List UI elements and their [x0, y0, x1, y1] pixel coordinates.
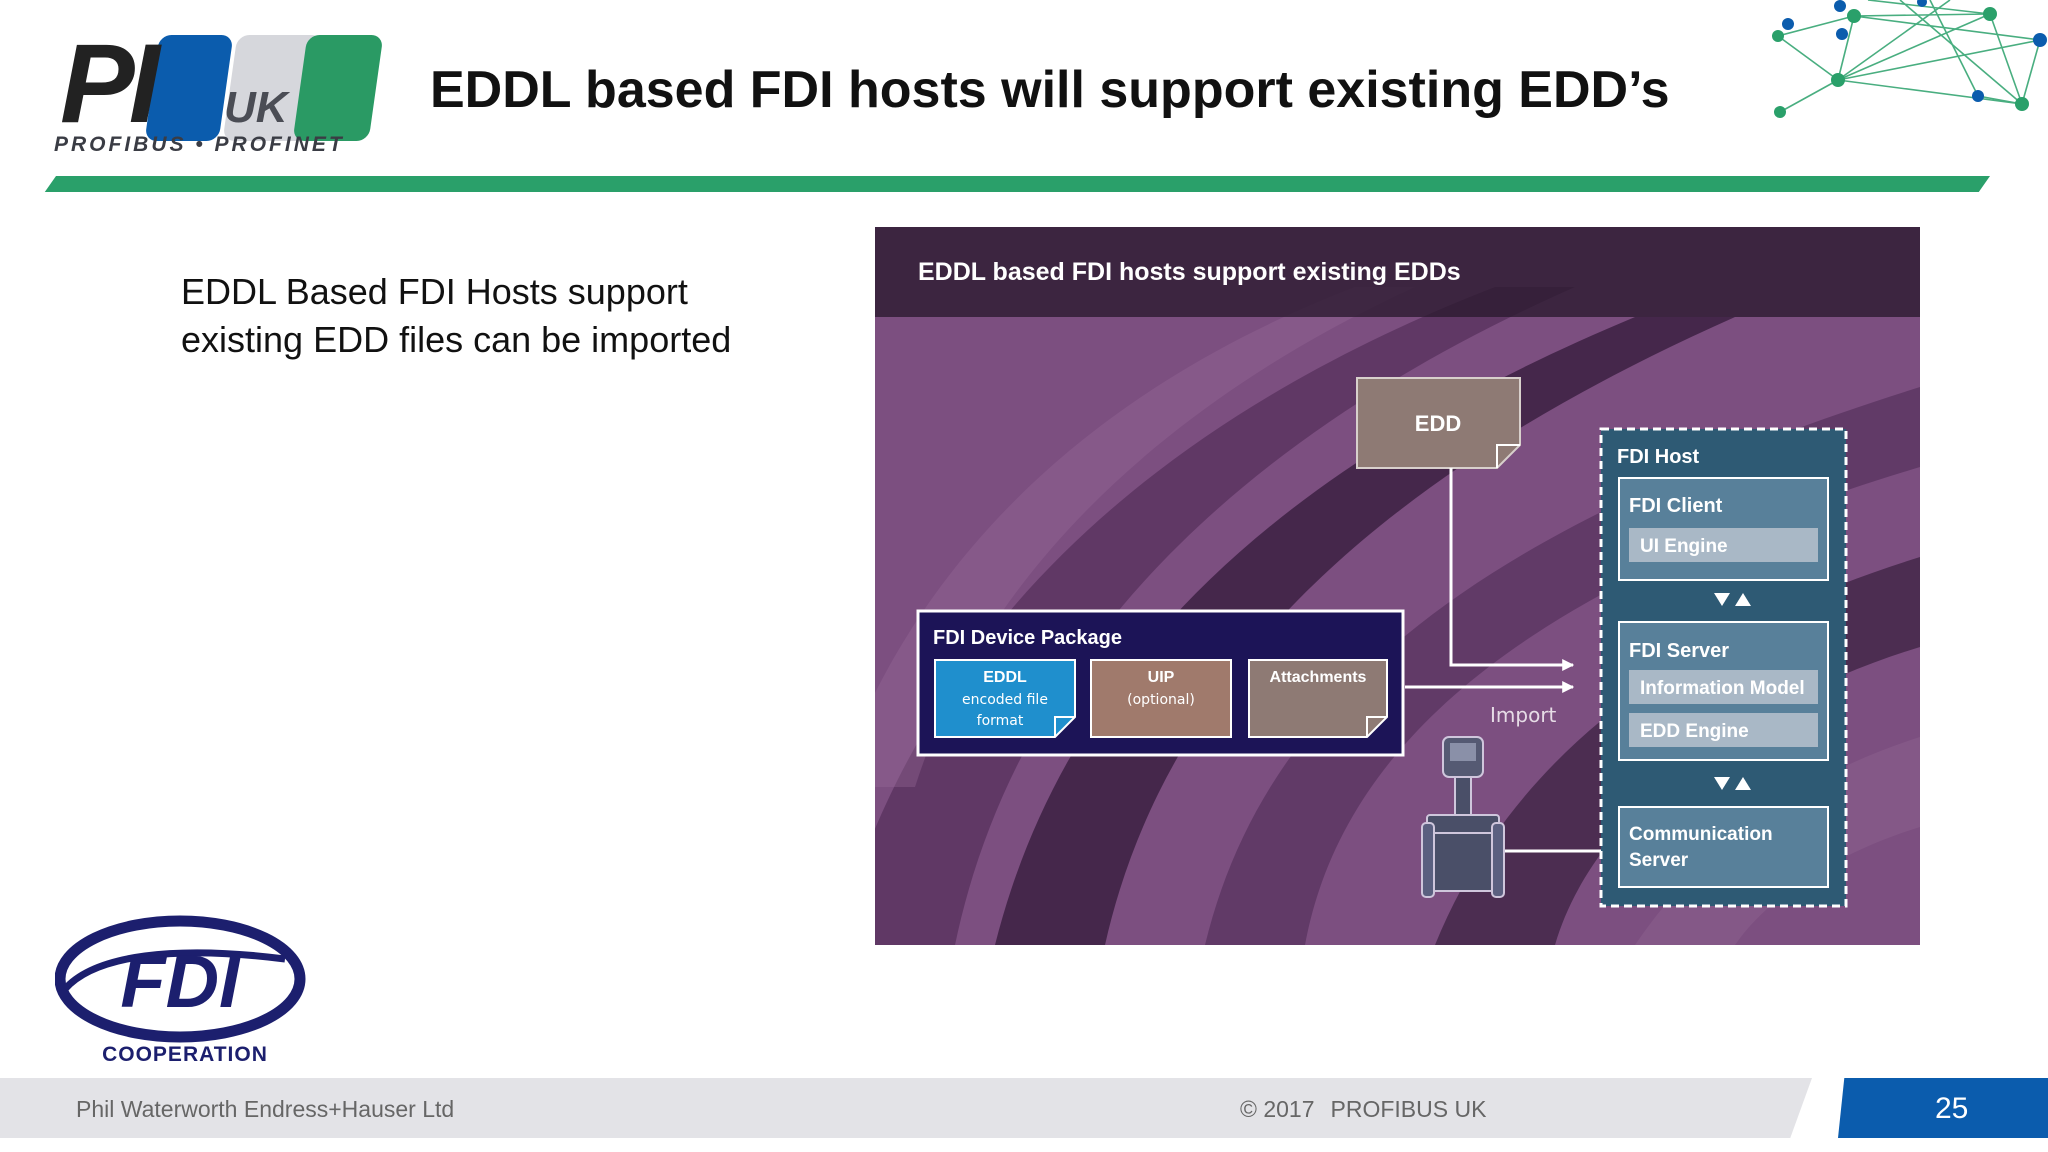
import-label: Import: [1490, 703, 1557, 727]
logo-pi-letters: PI: [60, 21, 160, 146]
attachments-label: Attachments: [1270, 669, 1367, 686]
fdi-server-box: FDI Server Information Model EDD Engine: [1618, 621, 1829, 761]
footer-author: Phil Waterworth Endress+Hauser Ltd: [76, 1096, 455, 1122]
attachments-box: Attachments: [1248, 659, 1388, 738]
slide-title: EDDL based FDI hosts will support existi…: [430, 61, 1670, 119]
fdi-logo-letters: FDI: [120, 940, 241, 1023]
copyright-org: PROFIBUS UK: [1330, 1096, 1487, 1122]
uip-line-1: UIP: [1148, 669, 1175, 686]
comm-server-line-2: Server: [1629, 850, 1689, 871]
connector-lines: [1405, 468, 1603, 853]
fdi-cooperation-logo: FDI COOPERATION: [55, 915, 306, 1065]
fdi-logo-subtitle: COOPERATION: [102, 1043, 268, 1065]
logo-green-block: [292, 35, 384, 141]
network-graphic-icon: [1772, 0, 2047, 118]
body-line-2: existing EDD files can be imported: [181, 319, 732, 360]
uip-box: UIP (optional): [1090, 659, 1232, 738]
page-number-badge: [1838, 1078, 2048, 1138]
body-line-1: EDDL Based FDI Hosts support: [181, 271, 688, 312]
fdi-client-box: FDI Client UI Engine: [1618, 477, 1829, 581]
copyright-year: © 2017: [1240, 1096, 1315, 1122]
fdi-host-diagram: EDDL based FDI hosts support existing ED…: [875, 227, 1920, 945]
logo-subtitle: PROFIBUS • PROFINET: [54, 133, 345, 156]
diagram-banner: [875, 227, 1920, 317]
uip-line-2: (optional): [1127, 692, 1195, 708]
eddl-line-3: format: [977, 713, 1024, 729]
edd-file-box: EDD: [1356, 377, 1521, 469]
body-text: EDDL Based FDI Hosts support existing ED…: [181, 268, 821, 364]
ui-engine-label: UI Engine: [1640, 536, 1728, 557]
footer-bar: [0, 1078, 1812, 1138]
fdi-host-title: FDI Host: [1617, 446, 1700, 468]
eddl-file-box: EDDL encoded file format: [934, 659, 1076, 738]
client-server-arrows-icon: [1714, 593, 1751, 606]
comm-server-line-1: Communication: [1629, 824, 1773, 845]
logo-blue-block: [144, 35, 234, 141]
header-divider: [44, 176, 1991, 192]
fdi-host: FDI Host FDI Client UI Engine FDI Server…: [1599, 427, 1848, 908]
information-model-label: Information Model: [1640, 678, 1805, 699]
page-number: 25: [1935, 1092, 1969, 1125]
device-package-title: FDI Device Package: [933, 627, 1122, 649]
profibus-uk-logo: PI UK PROFIBUS • PROFINET: [52, 21, 384, 158]
field-device-icon: [1421, 736, 1505, 898]
footer-copyright: © 2017 PROFIBUS UK: [1240, 1092, 1486, 1126]
fdi-device-package: FDI Device Package EDDL encoded file for…: [916, 609, 1405, 757]
communication-server-box: Communication Server: [1618, 806, 1829, 888]
server-comm-arrows-icon: [1714, 777, 1751, 790]
logo-uk-text: UK: [224, 83, 288, 132]
edd-engine-label: EDD Engine: [1640, 721, 1749, 742]
eddl-line-2: encoded file: [962, 692, 1048, 708]
fdi-server-title: FDI Server: [1629, 640, 1729, 662]
diagram-banner-text: EDDL based FDI hosts support existing ED…: [918, 258, 1461, 286]
eddl-line-1: EDDL: [983, 669, 1027, 686]
fdi-client-title: FDI Client: [1629, 495, 1723, 517]
edd-label: EDD: [1415, 411, 1461, 436]
